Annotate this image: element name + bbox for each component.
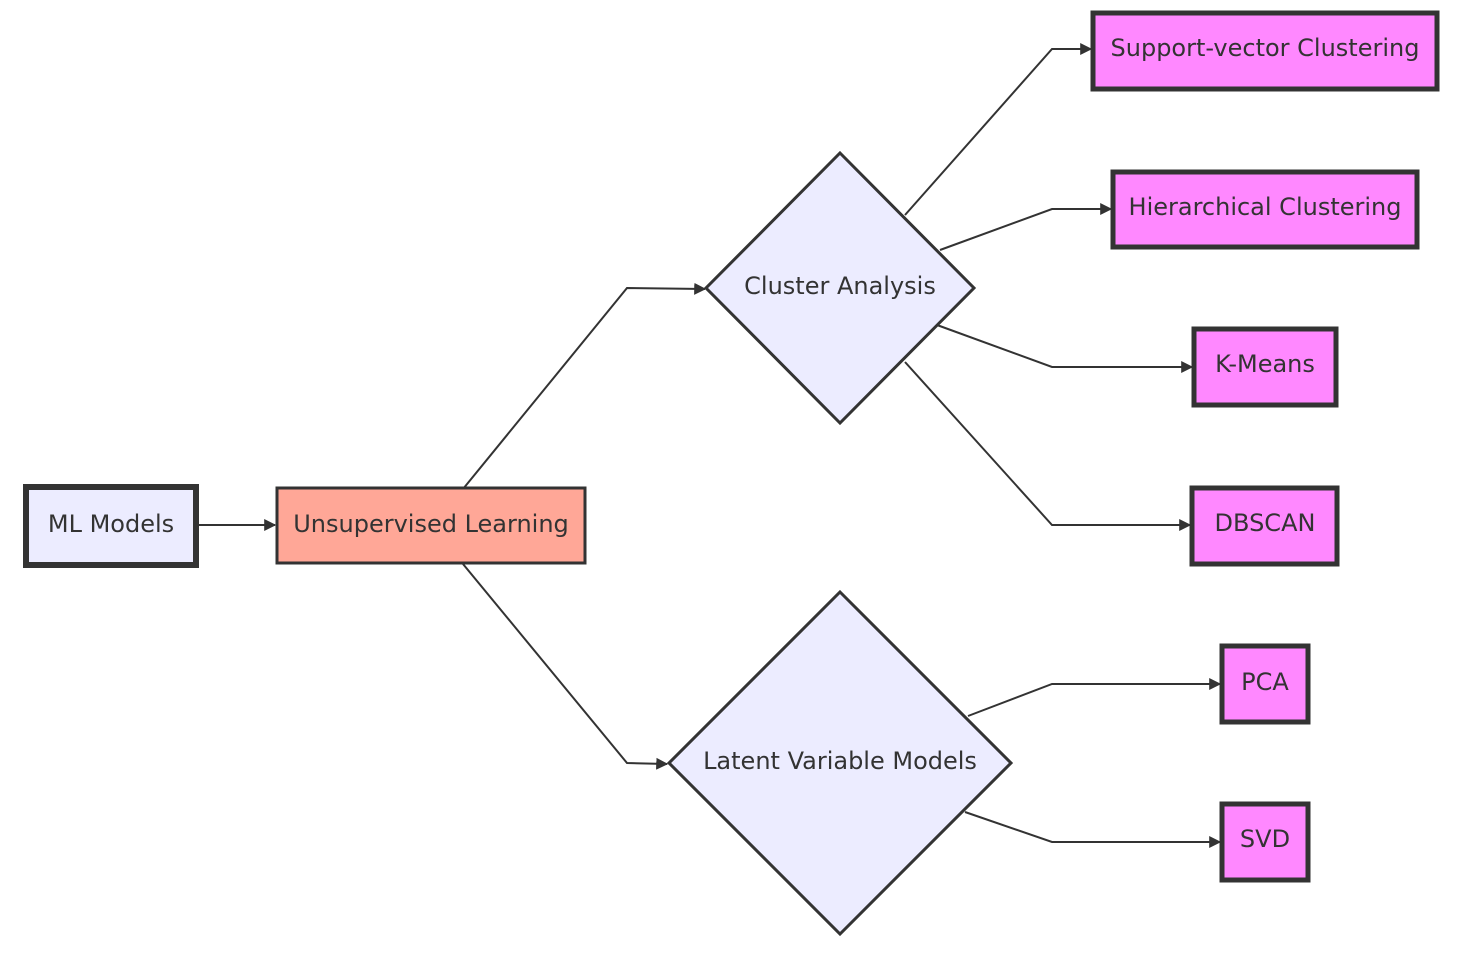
node-dbscan-label: DBSCAN	[1215, 509, 1316, 537]
node-ml-models-box	[23, 484, 199, 568]
node-latent-variable-models[interactable]: Latent Variable Models	[666, 589, 1014, 937]
node-pca-box	[1219, 643, 1311, 725]
edge-cluster-to-hierarchical	[939, 203, 1113, 251]
node-k-means-label: K-Means	[1215, 350, 1315, 378]
node-unsupervised-learning-label: Unsupervised Learning	[293, 510, 569, 538]
node-cluster-analysis-label: Cluster Analysis	[744, 272, 936, 300]
node-svd[interactable]: SVD	[1219, 801, 1311, 883]
node-hierarchical-clustering[interactable]: Hierarchical Clustering	[1110, 169, 1420, 250]
edges	[198, 43, 1222, 848]
node-ml-models-label: ML Models	[48, 510, 174, 538]
node-dbscan-box	[1189, 485, 1340, 567]
node-hierarchical-clustering-box	[1110, 169, 1420, 250]
node-pca[interactable]: PCA	[1219, 643, 1311, 725]
node-latent-variable-models-diamond	[666, 589, 1014, 937]
node-support-vector-clustering-label: Support-vector Clustering	[1111, 34, 1420, 62]
edge-latent-to-pca	[967, 678, 1222, 717]
edge-cluster-to-kmeans	[936, 324, 1194, 373]
node-unsupervised-learning[interactable]: Unsupervised Learning	[275, 486, 587, 565]
node-dbscan[interactable]: DBSCAN	[1189, 485, 1340, 567]
edge-cluster-to-dbscan	[904, 361, 1192, 531]
edge-unsupervised-to-latent-variable	[462, 563, 669, 770]
node-support-vector-clustering-box	[1090, 10, 1440, 92]
node-ml-models[interactable]: ML Models	[23, 484, 199, 568]
node-svd-box	[1219, 801, 1311, 883]
edge-unsupervised-to-cluster-analysis	[462, 282, 707, 490]
node-cluster-analysis[interactable]: Cluster Analysis	[703, 150, 977, 426]
node-hierarchical-clustering-label: Hierarchical Clustering	[1129, 193, 1402, 221]
node-latent-variable-models-label: Latent Variable Models	[703, 747, 977, 775]
node-unsupervised-learning-box	[275, 486, 587, 565]
edge-latent-to-svd	[964, 811, 1222, 848]
node-k-means[interactable]: K-Means	[1191, 326, 1339, 408]
node-support-vector-clustering[interactable]: Support-vector Clustering	[1090, 10, 1440, 92]
node-cluster-analysis-diamond	[703, 150, 977, 426]
node-pca-label: PCA	[1241, 668, 1289, 696]
edge-cluster-to-svc	[904, 43, 1093, 216]
node-k-means-box	[1191, 326, 1339, 408]
node-svd-label: SVD	[1240, 825, 1290, 853]
